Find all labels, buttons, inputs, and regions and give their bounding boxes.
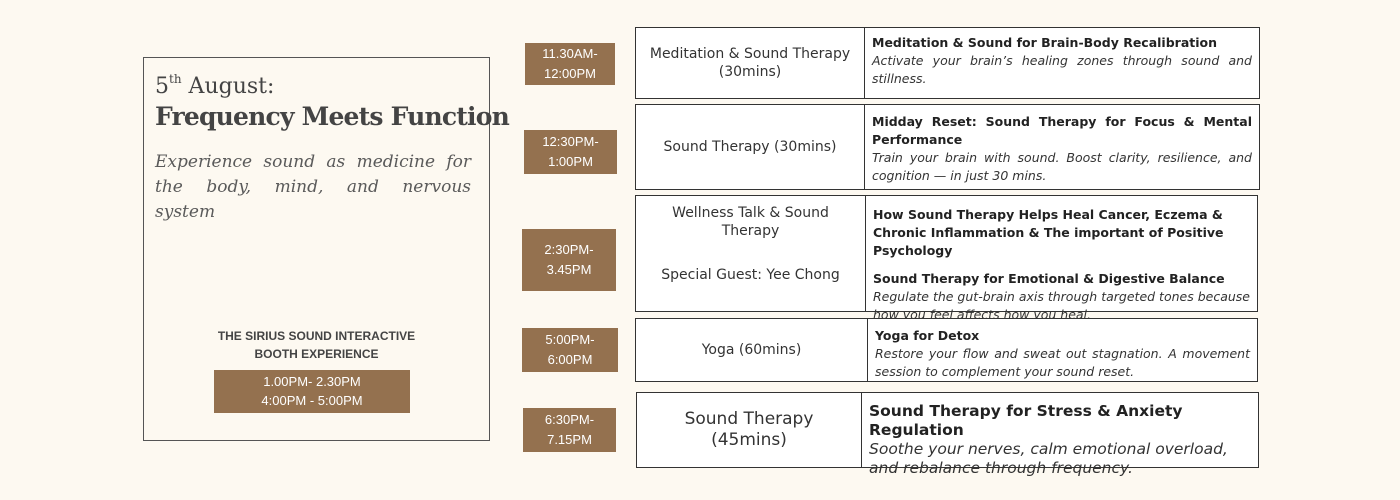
schedule-row: Yoga (60mins) Yoga for Detox Restore you…	[635, 318, 1258, 382]
session-description: Soothe your nerves, calm emotional overl…	[869, 440, 1228, 477]
session-heading: Sound Therapy for Stress & Anxiety Regul…	[869, 402, 1183, 439]
session-details: Yoga for Detox Restore your flow and swe…	[868, 319, 1257, 381]
session-type: Wellness Talk & Sound Therapy Special Gu…	[636, 196, 866, 311]
event-tagline: Experience sound as medicine for the bod…	[155, 152, 471, 222]
booth-times: 1.00PM- 2.30PM 4:00PM - 5:00PM	[214, 370, 410, 413]
session-description: Restore your flow and sweat out stagnati…	[875, 346, 1250, 379]
event-info-panel: 5th August: Frequency Meets Function Exp…	[143, 57, 510, 441]
time-badge: 2:30PM-3.45PM	[522, 229, 616, 291]
time-badge: 12:30PM-1:00PM	[524, 130, 617, 174]
session-heading: How Sound Therapy Helps Heal Cancer, Ecz…	[873, 207, 1224, 258]
session-subheading: Sound Therapy for Emotional & Digestive …	[873, 271, 1225, 286]
event-title: Frequency Meets Function	[155, 102, 510, 131]
session-details: How Sound Therapy Helps Heal Cancer, Ecz…	[866, 196, 1257, 322]
session-type: Sound Therapy (30mins)	[636, 105, 865, 189]
booth-title: THE SIRIUS SOUND INTERACTIVE BOOTH EXPER…	[217, 329, 416, 361]
session-heading: Yoga for Detox	[875, 328, 980, 343]
session-description: Train your brain with sound. Boost clari…	[872, 150, 1252, 183]
session-heading: Meditation & Sound for Brain-Body Recali…	[872, 35, 1218, 50]
session-details: Midday Reset: Sound Therapy for Focus & …	[865, 105, 1259, 189]
time-badge: 6:30PM-7.15PM	[523, 408, 616, 452]
schedule-row: Sound Therapy(45mins) Sound Therapy for …	[636, 392, 1259, 477]
schedule-row: Sound Therapy (30mins) Midday Reset: Sou…	[635, 104, 1260, 190]
session-type: Meditation & Sound Therapy(30mins)	[636, 28, 865, 98]
time-badge: 5:00PM-6:00PM	[522, 328, 618, 372]
session-heading: Midday Reset: Sound Therapy for Focus & …	[872, 114, 1252, 147]
event-date: 5th August:	[155, 72, 275, 99]
session-type: Sound Therapy(45mins)	[637, 393, 862, 467]
schedule-row: Wellness Talk & Sound Therapy Special Gu…	[635, 195, 1258, 322]
time-badge: 11.30AM-12:00PM	[525, 43, 615, 85]
session-type: Yoga (60mins)	[636, 319, 868, 381]
session-details: Sound Therapy for Stress & Anxiety Regul…	[862, 393, 1258, 477]
session-details: Meditation & Sound for Brain-Body Recali…	[865, 28, 1259, 98]
session-description: Activate your brain’s healing zones thro…	[872, 53, 1252, 86]
schedule-row: Meditation & Sound Therapy(30mins) Medit…	[635, 27, 1260, 99]
